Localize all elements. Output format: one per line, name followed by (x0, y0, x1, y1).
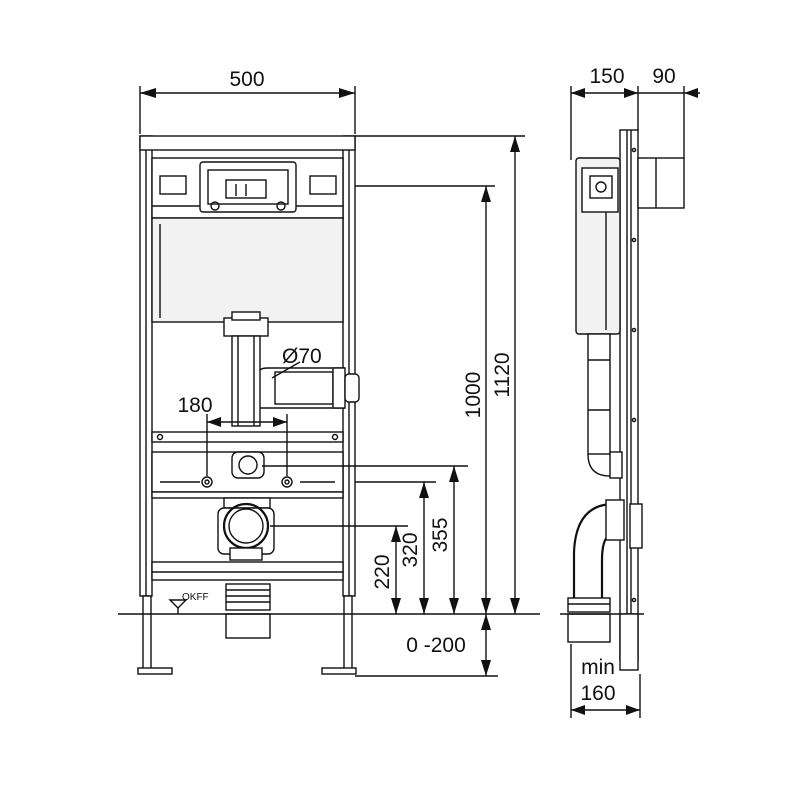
front-view: OKFF 500 180 Ø70 1120 (118, 68, 540, 677)
cistern-outlet (223, 317, 269, 337)
height-1000-label: 1000 (462, 372, 485, 419)
flush-mechanism (199, 161, 297, 213)
floor-marker-icon (168, 599, 188, 609)
side-flush-pipe (587, 333, 611, 455)
height-1120-label: 1120 (491, 352, 514, 397)
floor-marker-label: OKFF (182, 592, 209, 603)
flush-spacing-label: 180 (177, 394, 212, 417)
middle-rail (151, 431, 344, 443)
left-leg (142, 595, 152, 671)
right-bolt-icon (281, 476, 293, 488)
width-label: 500 (229, 68, 264, 91)
lower-rail (151, 491, 344, 499)
side-plate-label: 90 (652, 65, 675, 88)
side-flush-plate (637, 157, 685, 209)
top-rail (139, 135, 356, 151)
pipe-connector (274, 371, 334, 405)
height-320-label: 320 (399, 532, 422, 567)
side-depth-label: 150 (589, 65, 624, 88)
height-220-label: 220 (371, 554, 394, 589)
height-355-label: 355 (429, 517, 452, 552)
bottom-rail (151, 561, 344, 581)
right-leg (343, 595, 353, 671)
pipe-diameter-label: Ø70 (282, 345, 322, 368)
flush-pipe (231, 335, 261, 427)
side-frame-profile (619, 129, 639, 661)
side-min-label: min (581, 656, 615, 679)
cistern-body (151, 217, 344, 323)
left-bolt-icon (201, 476, 213, 488)
side-min-value-label: 160 (580, 682, 615, 705)
floor-connector (225, 583, 271, 611)
leg-adjust-label: 0 -200 (406, 634, 466, 657)
side-view: 150 90 min 160 (560, 65, 700, 718)
